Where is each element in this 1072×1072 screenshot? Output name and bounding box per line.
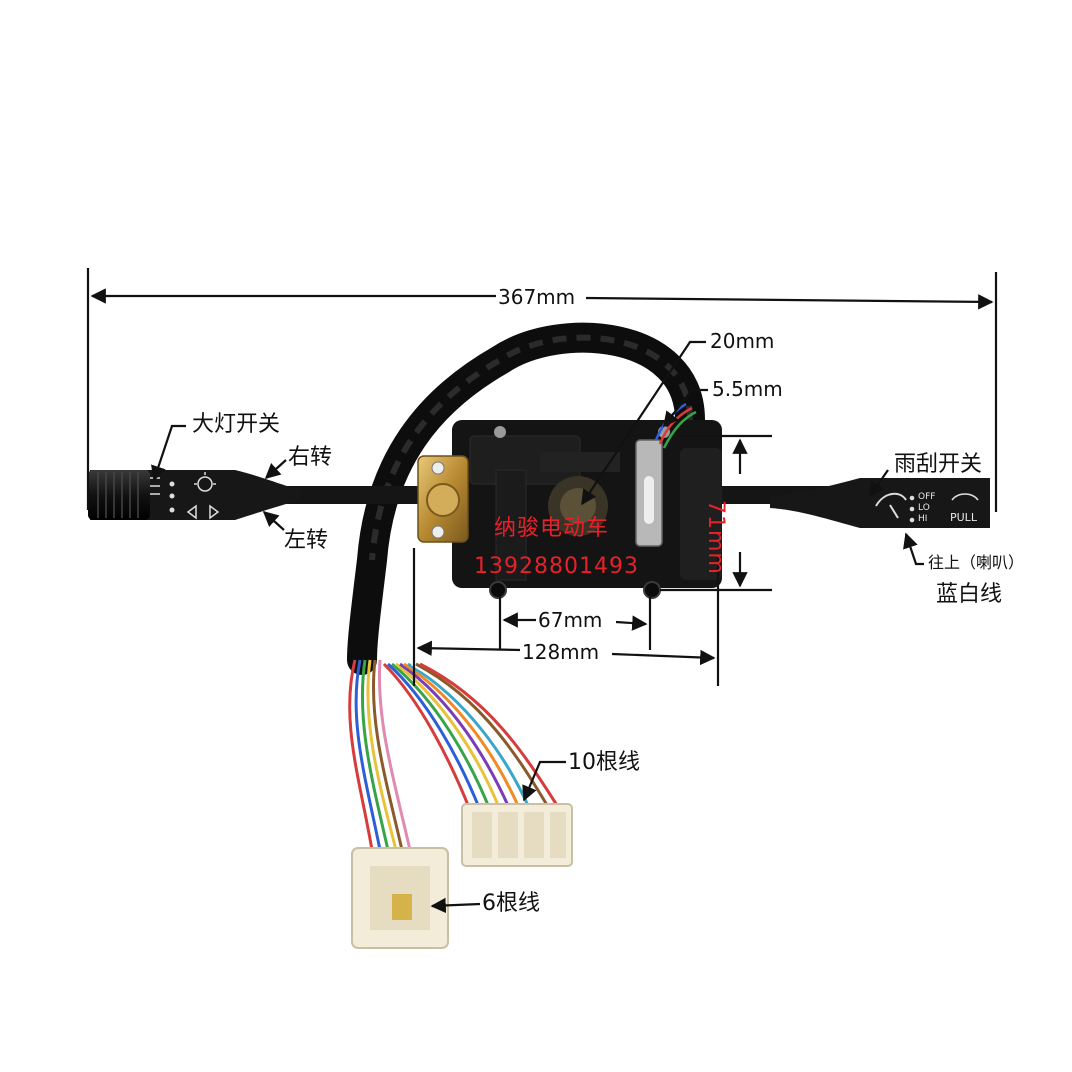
wiper-lever (770, 478, 990, 528)
watermark-phone: 13928801493 (474, 554, 639, 579)
dimension-lines (86, 268, 998, 686)
dimension-width-label: 367mm (498, 285, 576, 309)
callout-arrows (151, 340, 924, 914)
horn-note-label: 往上（喇叭） (928, 553, 1025, 572)
cable-loop (347, 322, 705, 675)
headlight-turn-lever (88, 470, 300, 520)
dimension-height-label: 71mm (703, 500, 728, 575)
wiper-position-hi: HI (918, 514, 928, 524)
connector-10-label: 10根线 (568, 750, 640, 775)
brass-bracket (417, 455, 469, 543)
horn-wire-label: 蓝白线 (936, 582, 1003, 607)
dimension-body-width-label: 128mm (522, 640, 600, 664)
right-turn-label: 右转 (288, 445, 333, 470)
dimension-top-small-label: 20mm (710, 329, 775, 353)
wiper-position-off: OFF (918, 492, 936, 502)
wiper-pull-label: PULL (950, 511, 977, 524)
wiper-switch-label: 雨刮开关 (894, 452, 983, 477)
dimension-hole-spacing-label: 67mm (538, 608, 603, 632)
connector-6-label: 6根线 (482, 891, 540, 916)
wiper-position-lo: LO (918, 503, 930, 513)
connector-6-pin (351, 847, 449, 949)
wire-harness (348, 659, 562, 851)
silver-clip (635, 439, 663, 547)
left-turn-label: 左转 (284, 528, 329, 553)
connector-10-pin (461, 803, 573, 867)
dimension-top-offset-label: 5.5mm (712, 377, 783, 401)
watermark-shop-name: 纳骏电动车 (494, 516, 610, 541)
headlight-switch-label: 大灯开关 (192, 412, 281, 437)
